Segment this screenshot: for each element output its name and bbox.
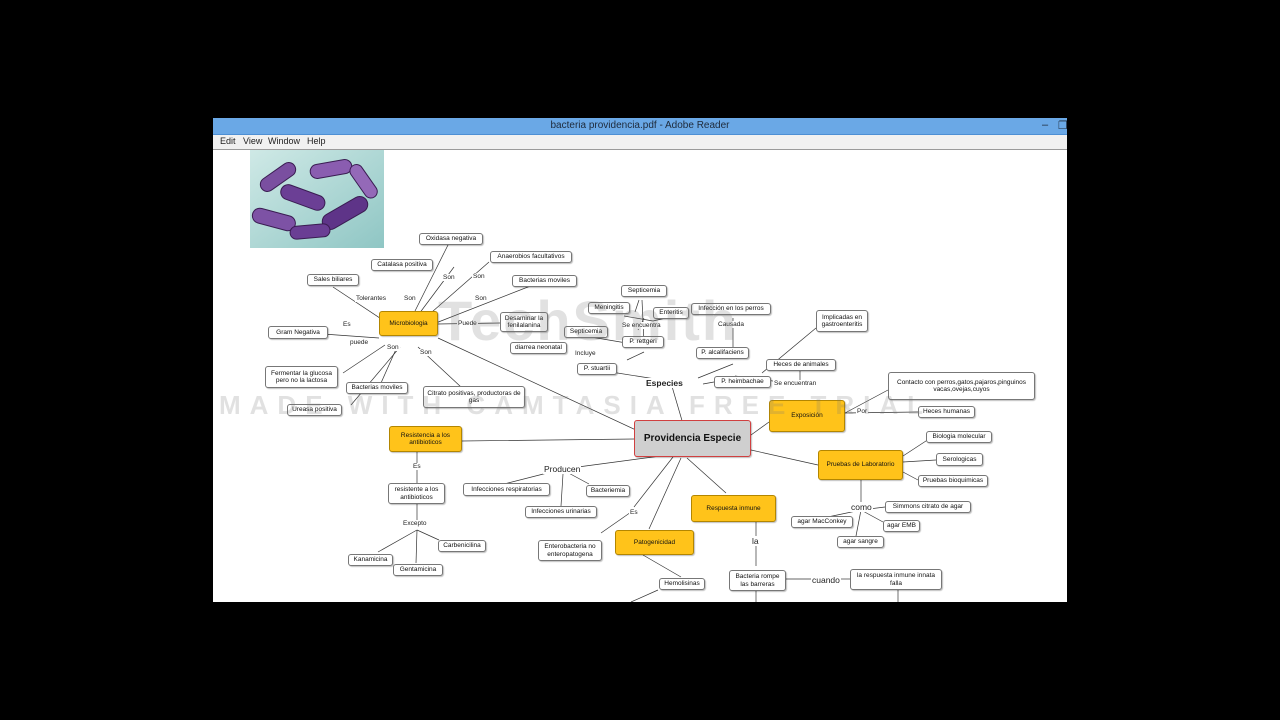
label-es-resistente: Es <box>412 463 422 470</box>
node-alcalifaciens: P. alcalifaciens <box>696 347 749 359</box>
label-se-encuentran: Se encuentran <box>773 380 817 387</box>
menu-help[interactable]: Help <box>307 136 326 146</box>
label-incluye: Incluye <box>574 350 597 357</box>
menu-edit[interactable]: Edit <box>220 136 236 146</box>
node-contacto: Contacto con perros,gatos,pajaros,pingui… <box>888 372 1035 400</box>
node-heimbachae: P. heimbachae <box>714 376 771 388</box>
label-por: Por <box>856 408 868 415</box>
node-respuesta-inmune: Respuesta inmune <box>691 495 776 522</box>
node-gentamicina: Gentamicina <box>393 564 443 576</box>
node-rettgeri: P. rettgeri <box>622 336 664 348</box>
node-anaerobios: Anaerobios facultativos <box>490 251 572 263</box>
node-agar-sangre: agar sangre <box>837 536 884 548</box>
label-son-moviles-1: Son <box>474 295 488 302</box>
menu-bar: Edit View Window Help <box>213 135 1067 150</box>
node-hemolisinas: Hemolisinas <box>659 578 705 590</box>
label-causada: Causada <box>717 321 745 328</box>
node-bacterias-moviles-2: Bacterias moviles <box>346 382 408 394</box>
node-bacteria-rompe: Bacteria rompe las barreras <box>729 570 786 591</box>
node-meningitis: Meningitis <box>588 302 630 314</box>
node-serologicas: Serologicas <box>936 453 983 466</box>
node-diarrea-neonatal: diarrea neonatal <box>510 342 567 354</box>
label-es-enterobacteria: Es <box>629 509 639 516</box>
node-infeccion-perros: Infección en los perros <box>691 303 771 315</box>
label-son-catalasa: Son <box>403 295 417 302</box>
window-title: bacteria providencia.pdf - Adobe Reader <box>213 120 1067 131</box>
label-son-anaerobios: Son <box>472 273 486 280</box>
node-resistente: resistente a los antibioticos <box>388 483 445 504</box>
node-simmons: Simmons citrato de agar <box>885 501 971 513</box>
label-especies: Especies <box>645 378 684 388</box>
node-heces-humanas: Heces humanas <box>918 406 975 418</box>
label-puede-fermentar: puede <box>349 339 369 346</box>
node-septicemia-1: Septicemia <box>621 285 667 297</box>
pdf-document-area[interactable]: Providencia Especie Oxidasa negativa Cat… <box>213 150 1067 602</box>
node-ureasa: Ureasa positiva <box>287 404 342 416</box>
node-bacterias-moviles-1: Bacterias moviles <box>512 275 577 287</box>
node-biologia-molecular: Biologia molecular <box>926 431 992 443</box>
node-oxidasa: Oxidasa negativa <box>419 233 483 245</box>
label-puede-desaminar: Puede <box>457 320 478 327</box>
label-excepto: Excepto <box>402 520 428 527</box>
node-enteritis: Enteritis <box>653 307 689 319</box>
node-stuartii: P. stuartii <box>577 363 617 375</box>
label-cuando: cuando <box>811 575 841 585</box>
menu-window[interactable]: Window <box>268 136 300 146</box>
node-desaminar: Desaminar la fenilalanina <box>500 312 548 332</box>
node-patogenicidad: Patogenicidad <box>615 530 694 555</box>
node-respuesta-innata: la respuesta inmune innata falla <box>850 569 942 590</box>
node-exposicion: Exposición <box>769 400 845 432</box>
label-como: como <box>850 502 873 512</box>
node-fermentar: Fermentar la glucosa pero no la lactosa <box>265 366 338 388</box>
node-implicadas: Implicadas en gastroenteritis <box>816 310 868 332</box>
node-kanamicina: Kanamicina <box>348 554 393 566</box>
node-catalasa: Catalasa positiva <box>371 259 433 271</box>
label-tolerantes: Tolerantes <box>355 295 387 302</box>
minimize-icon[interactable]: – <box>1042 119 1048 131</box>
node-gram-negativa: Gram Negativa <box>268 326 328 339</box>
node-pruebas-laboratorio: Pruebas de Laboratorio <box>818 450 903 480</box>
node-agar-emb: agar EMB <box>883 520 920 532</box>
label-producen: Producen <box>543 464 581 474</box>
adobe-reader-window: bacteria providencia.pdf - Adobe Reader … <box>213 118 1067 602</box>
node-resistencia: Resistencia a los antibioticos <box>389 426 462 452</box>
node-infecciones-respiratorias: Infecciones respiratorias <box>463 483 550 496</box>
node-providencia-especie: Providencia Especie <box>634 420 751 457</box>
node-sales-biliares: Sales biliares <box>307 274 359 286</box>
label-la: la <box>751 536 760 546</box>
label-se-encuentra: Se encuentra <box>621 322 662 329</box>
node-microbiologia: Microbiologia <box>379 311 438 336</box>
menu-view[interactable]: View <box>243 136 262 146</box>
node-infecciones-urinarias: Infecciones urinarias <box>525 506 597 518</box>
node-citrato: Citrato positivas, productoras de gas <box>423 386 525 408</box>
node-pruebas-bioquimicas: Pruebas bioquimicas <box>918 475 988 487</box>
node-heces-animales: Heces de animales <box>766 359 836 371</box>
node-macconkey: agar MacConkey <box>791 516 853 528</box>
node-bacteriemia: Bacteriemia <box>586 485 630 497</box>
label-son-moviles-2: Son <box>386 344 400 351</box>
node-septicemia-2: Septicemia <box>564 326 608 338</box>
label-son-oxidasa: Son <box>442 274 456 281</box>
node-enterobacteria: Enterobacteria no enteropatogena <box>538 540 602 561</box>
label-son-citrato: Son <box>419 349 433 356</box>
label-es-gram: Es <box>342 321 352 328</box>
maximize-icon[interactable]: ❐ <box>1058 119 1067 132</box>
title-bar[interactable]: bacteria providencia.pdf - Adobe Reader … <box>213 118 1067 135</box>
node-carbenicilina: Carbenicilina <box>438 540 486 552</box>
